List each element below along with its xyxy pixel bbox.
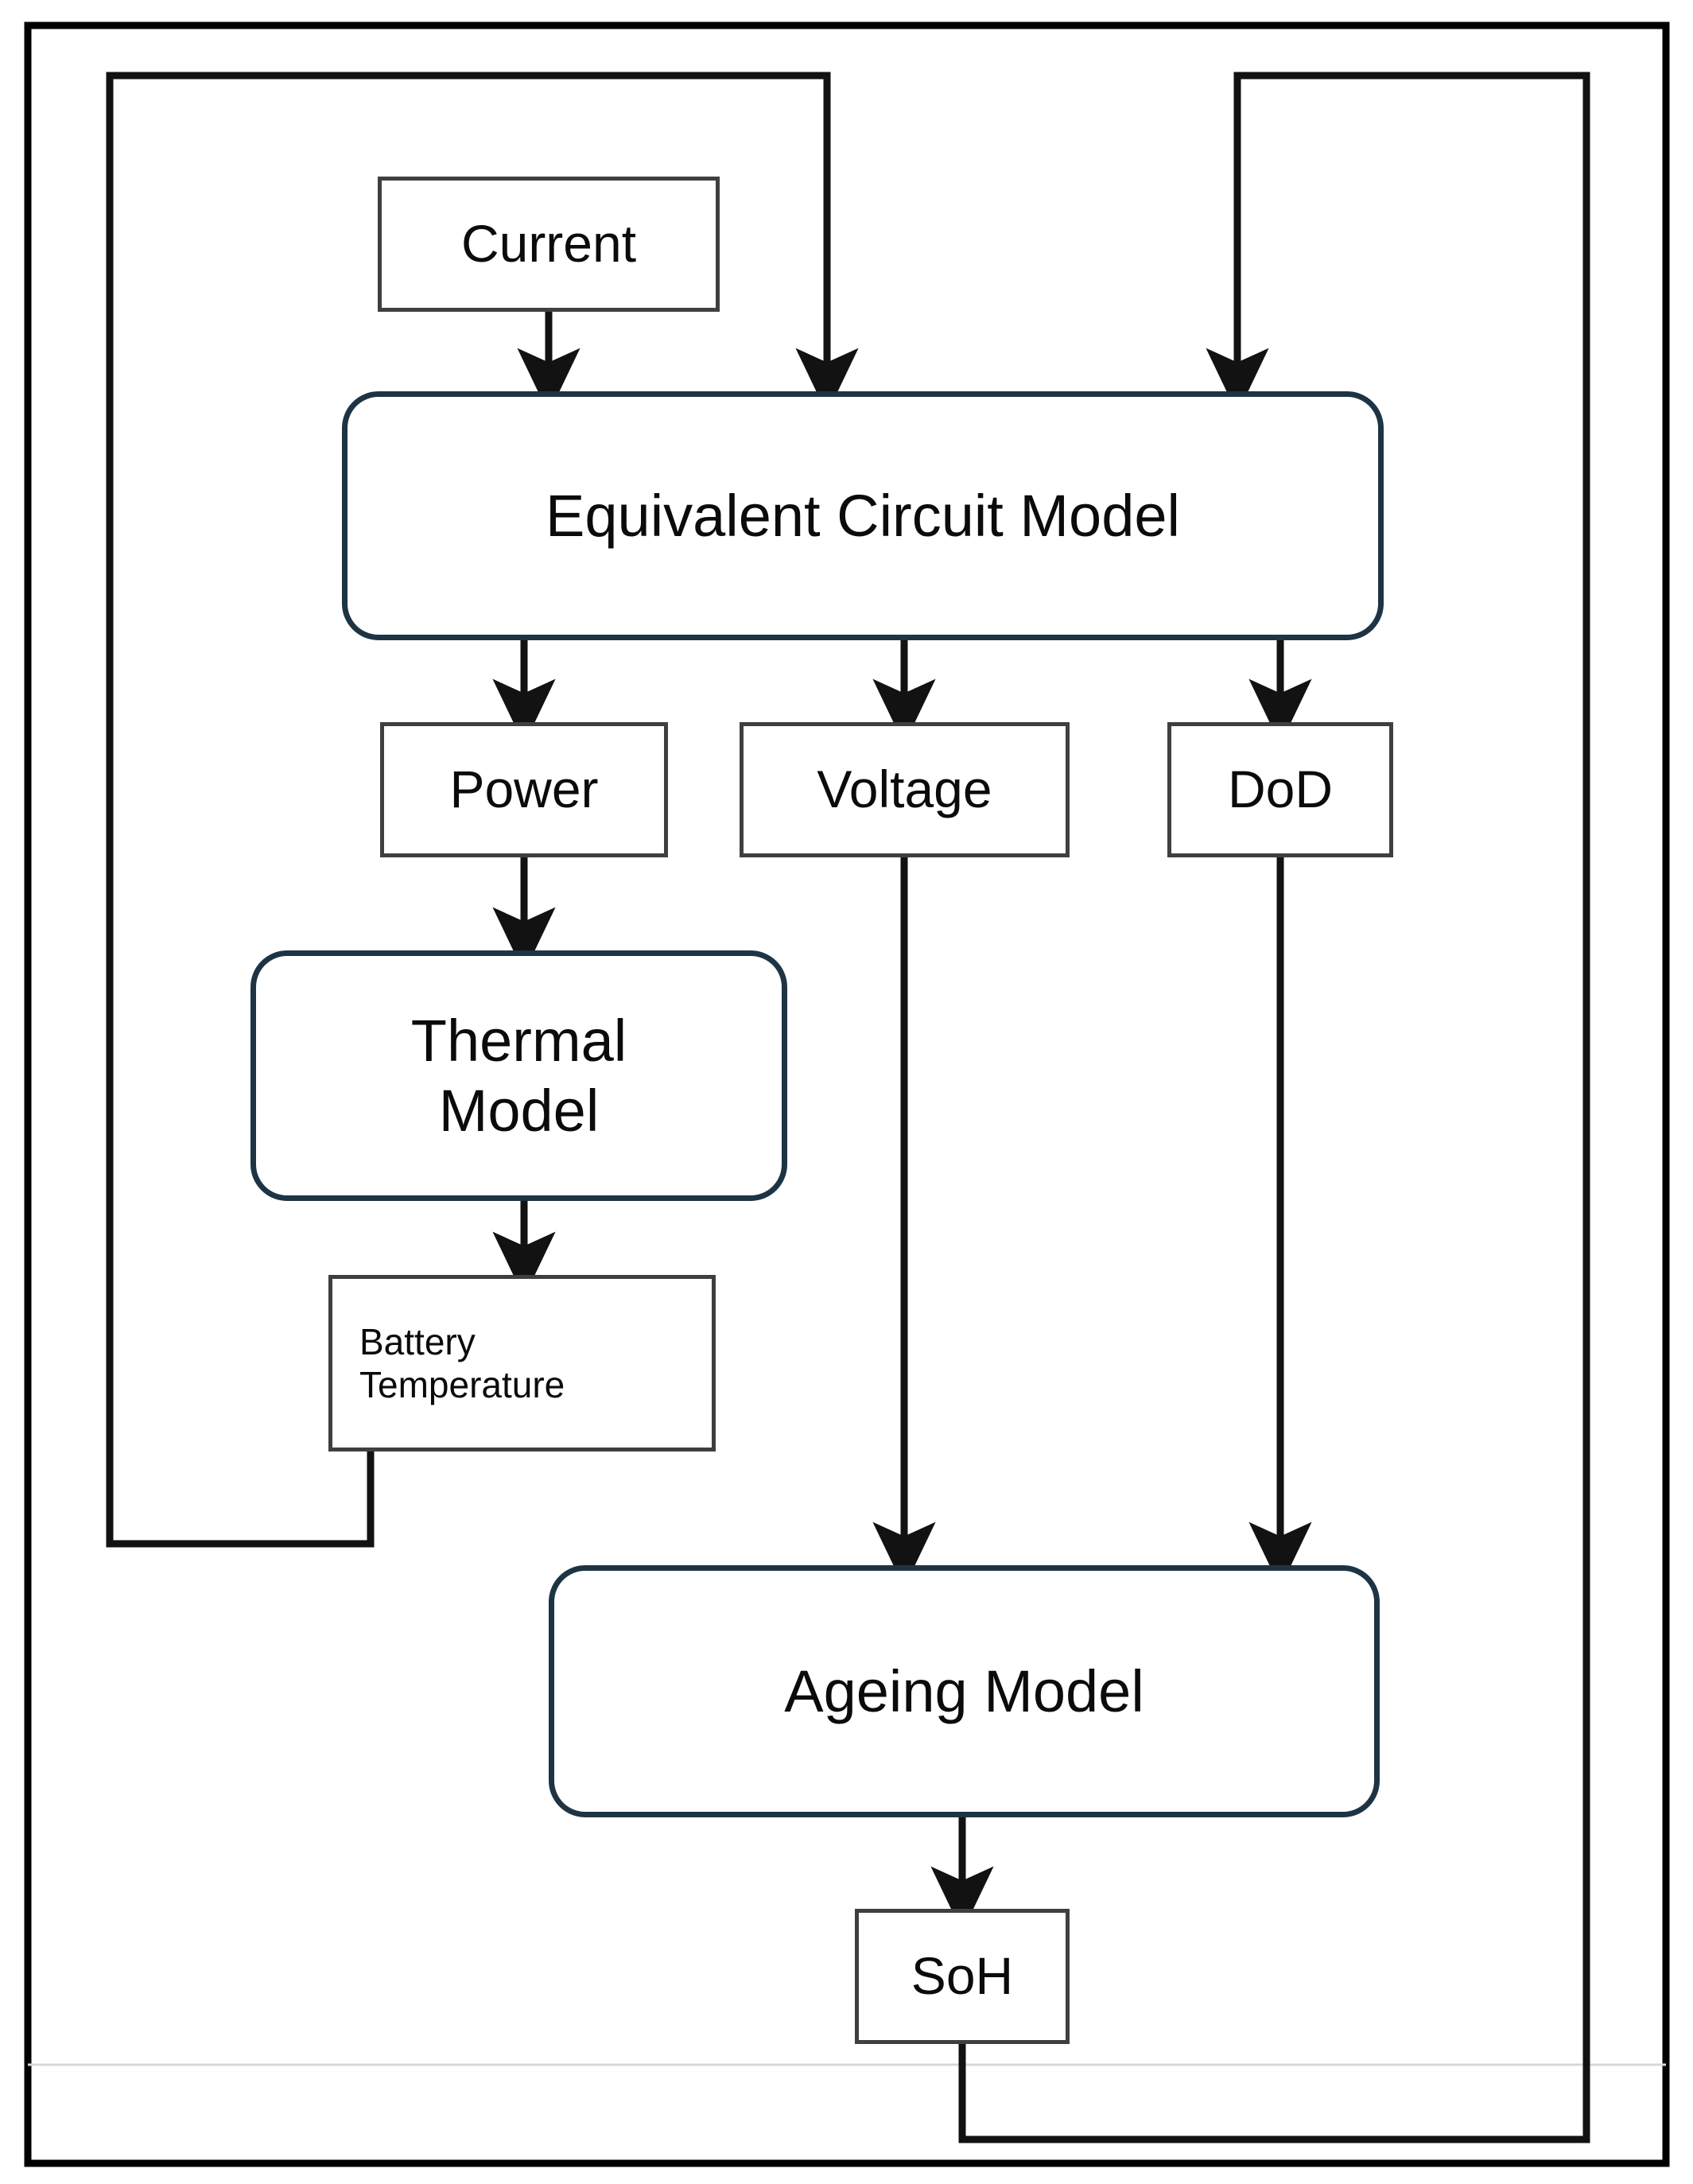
node-thermal-model-label-line1: Thermal: [410, 1008, 627, 1075]
node-thermal-model-label-line2: Model: [438, 1077, 600, 1144]
node-ageing-model-label: Ageing Model: [784, 1657, 1144, 1724]
node-power-label: Power: [449, 760, 599, 819]
node-ageing-model[interactable]: Ageing Model: [549, 1565, 1380, 1817]
edge-soh-ecm-feedback: [958, 72, 1590, 2143]
node-thermal-model[interactable]: Thermal Model: [250, 950, 787, 1201]
node-current[interactable]: Current: [378, 177, 720, 312]
node-equivalent-circuit-model[interactable]: Equivalent Circuit Model: [342, 391, 1384, 640]
node-equivalent-circuit-model-label: Equivalent Circuit Model: [546, 482, 1180, 549]
node-soh-label: SoH: [911, 1946, 1014, 2006]
node-voltage[interactable]: Voltage: [740, 722, 1070, 857]
outer-frame: [24, 21, 1670, 2167]
node-dod-label: DoD: [1227, 760, 1334, 819]
node-voltage-label: Voltage: [817, 760, 992, 819]
node-soh[interactable]: SoH: [855, 1909, 1070, 2044]
node-dod[interactable]: DoD: [1167, 722, 1393, 857]
node-current-label: Current: [460, 214, 637, 274]
node-power[interactable]: Power: [380, 722, 668, 857]
node-battery-temperature-label-line2: Temperature: [359, 1364, 565, 1405]
node-battery-temperature[interactable]: Battery Temperature: [328, 1275, 716, 1451]
edge-battemp-ecm-feedback: [106, 72, 859, 1548]
node-battery-temperature-label-line1: Battery: [359, 1320, 476, 1362]
